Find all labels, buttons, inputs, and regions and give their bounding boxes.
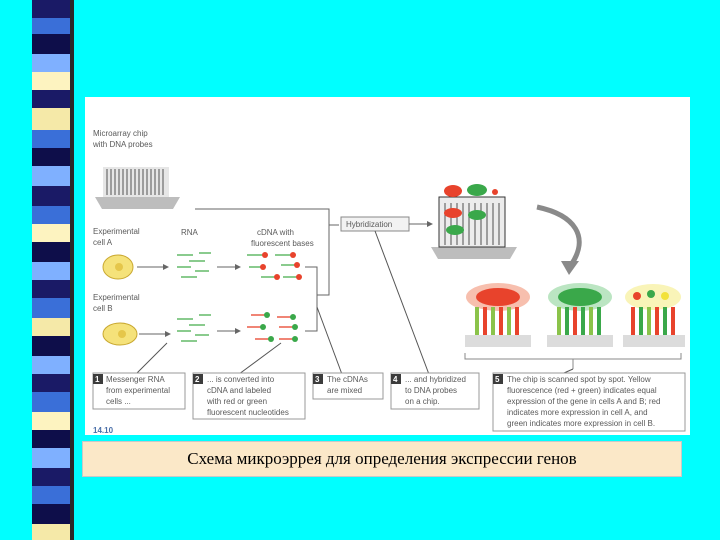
cell-b-label-line1: Experimental xyxy=(93,293,140,302)
step-3-line2: are mixed xyxy=(327,386,362,395)
cdna-label-line2: fluorescent bases xyxy=(251,239,314,248)
spot-red xyxy=(465,283,531,347)
step-5-line1: The chip is scanned spot by spot. Yellow xyxy=(507,375,651,384)
step-5-line4: indicates more expression in cell A, and xyxy=(507,408,648,417)
figure-number: 14.10 xyxy=(93,426,114,435)
microarray-diagram: Microarray chip with DNA probes Experime… xyxy=(85,97,690,435)
decorative-side-strip xyxy=(0,0,86,540)
diagram-svg: Microarray chip with DNA probes Experime… xyxy=(92,129,686,435)
cell-a-label-line2: cell A xyxy=(93,238,113,247)
step-2-number: 2 xyxy=(195,375,200,384)
chip-label-line2: with DNA probes xyxy=(92,140,153,149)
step-2-line1: ... is converted into xyxy=(207,375,275,384)
step-4-line1: ... and hybridized xyxy=(405,375,466,384)
step-box-5: 5 The chip is scanned spot by spot. Yell… xyxy=(492,372,686,432)
hybridized-chip xyxy=(431,184,517,259)
spot-yellow xyxy=(623,284,685,347)
spot-green xyxy=(547,283,613,347)
rna-strands-a xyxy=(177,252,211,278)
cell-b-label-line2: cell B xyxy=(93,304,113,313)
step-2-line4: fluorescent nucleotides xyxy=(207,408,289,417)
cell-a-label-line1: Experimental xyxy=(93,227,140,236)
step-box-1: 1 Messenger RNA from experimental cells … xyxy=(92,372,186,410)
step-5-line2: fluorescence (red + green) indicates equ… xyxy=(507,386,657,395)
step-4-line3: on a chip. xyxy=(405,397,440,406)
hybridization-label: Hybridization xyxy=(346,220,392,229)
cdna-label-line1: cDNA with xyxy=(257,228,294,237)
cdna-green-labeled xyxy=(247,312,298,342)
slide-caption: Схема микроэррея для определения экспрес… xyxy=(82,441,682,477)
step-1-number: 1 xyxy=(95,375,100,384)
step-3-number: 3 xyxy=(315,375,320,384)
step-box-2: 2 ... is converted into cDNA and labeled… xyxy=(192,372,306,420)
step-2-line2: cDNA and labeled xyxy=(207,386,271,395)
step-2-line3: with red or green xyxy=(206,397,267,406)
step-5-line5: green indicates more expression in cell … xyxy=(507,419,655,428)
chip-label-line1: Microarray chip xyxy=(93,129,148,138)
rna-strands-b xyxy=(177,314,211,342)
step-4-number: 4 xyxy=(393,375,398,384)
cdna-red-labeled xyxy=(247,252,302,280)
step-5-number: 5 xyxy=(495,375,500,384)
step-5-line3: expression of the gene in cells A and B;… xyxy=(507,397,660,406)
rna-label: RNA xyxy=(181,228,199,237)
step-1-line2: from experimental xyxy=(106,386,170,395)
step-1-line3: cells ... xyxy=(106,397,131,406)
step-4-line2: to DNA probes xyxy=(405,386,457,395)
microarray-chip xyxy=(95,167,180,209)
step-box-4: 4 ... and hybridized to DNA probes on a … xyxy=(390,372,480,410)
step-1-line1: Messenger RNA xyxy=(106,375,165,384)
step-box-3: 3 The cDNAs are mixed xyxy=(312,372,384,400)
step-3-line1: The cDNAs xyxy=(327,375,368,384)
